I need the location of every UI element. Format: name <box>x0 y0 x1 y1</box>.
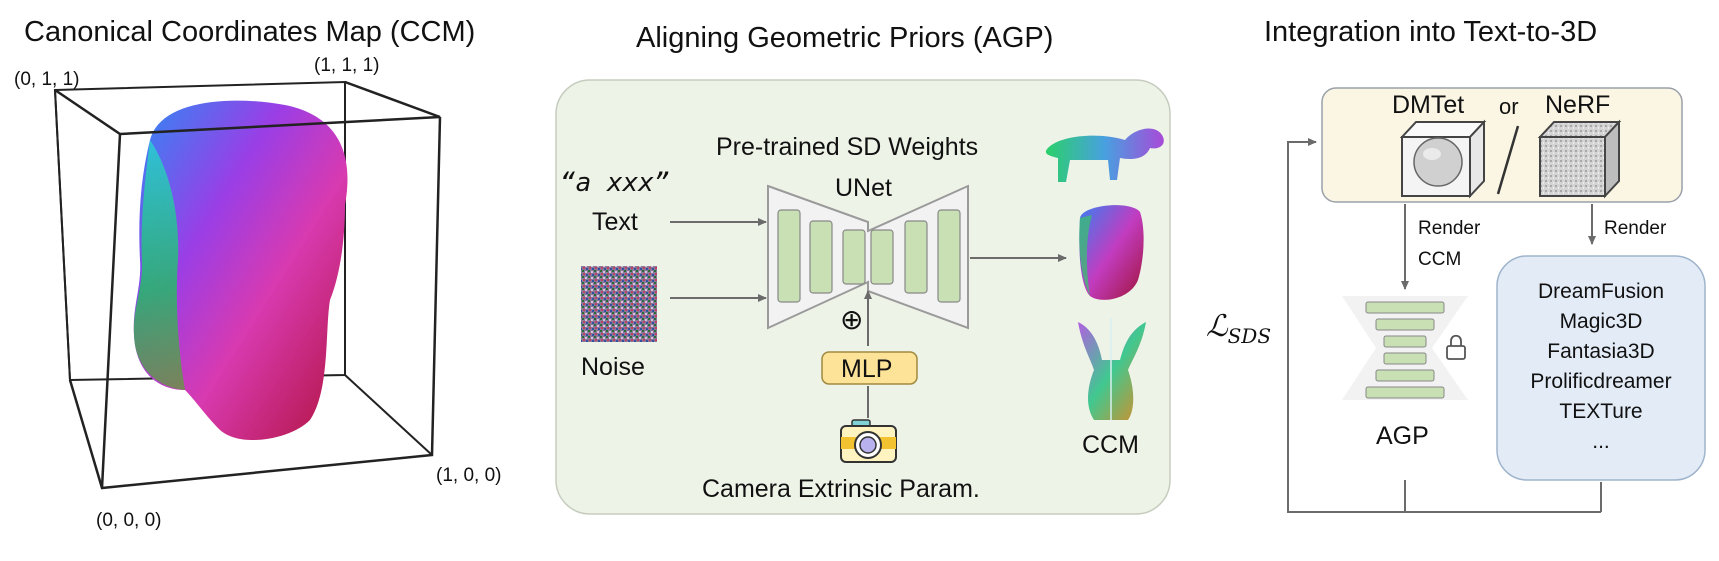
render-label: Render <box>1604 218 1667 239</box>
nerf-cube-icon <box>1537 119 1622 199</box>
render-ccm-label-line2: CCM <box>1418 249 1462 270</box>
text-input-label: Text <box>592 208 638 236</box>
integration-panel-title: Integration into Text-to-3D <box>1264 16 1598 48</box>
methods-box <box>1496 255 1706 481</box>
mlp-box <box>821 351 918 385</box>
methods-list: DreamFusion Magic3D Fantasia3D Prolificd… <box>1497 277 1705 457</box>
prompt-text: “a xxx” <box>560 168 670 198</box>
method-item: TEXTure <box>1559 400 1643 423</box>
ccm-head-shape <box>133 100 348 441</box>
agp-panel-box <box>555 79 1171 515</box>
dmtet-cube-icon <box>1399 119 1487 199</box>
loss-subscript: SDS <box>1227 324 1272 348</box>
corner-label-top-left: (0, 1, 1) <box>14 69 80 90</box>
camera-param-label: Camera Extrinsic Param. <box>702 475 980 503</box>
creature-ccm-thumbnail <box>1078 318 1146 420</box>
ccm-output-label: CCM <box>1082 431 1139 459</box>
agp-hourglass-icon <box>1342 296 1468 400</box>
render-ccm-label-line1: Render <box>1418 218 1481 239</box>
noise-image <box>581 266 657 342</box>
agp-layer-bars <box>1365 301 1445 399</box>
noise-input-label: Noise <box>581 353 645 381</box>
method-item: Magic3D <box>1559 310 1643 333</box>
unet-blocks <box>777 209 961 303</box>
ccm-cube <box>53 80 442 490</box>
dog-ccm-thumbnail <box>1045 128 1164 182</box>
camera-icon <box>840 419 897 463</box>
method-item: DreamFusion <box>1537 280 1665 303</box>
mlp-label: MLP <box>841 355 893 383</box>
loss-symbol: ℒ <box>1206 309 1228 344</box>
agp-panel-title: Aligning Geometric Priors (AGP) <box>636 22 1054 54</box>
head-ccm-thumbnail <box>1079 205 1144 300</box>
agp-label: AGP <box>1376 422 1429 450</box>
method-item: Fantasia3D <box>1547 340 1655 363</box>
pretrained-weights-label: Pre-trained SD Weights <box>716 133 979 161</box>
method-item: Prolificdreamer <box>1530 370 1672 393</box>
nerf-label: NeRF <box>1545 91 1611 119</box>
or-label: or <box>1499 94 1519 119</box>
method-item: ... <box>1592 430 1610 453</box>
lock-icon <box>1446 334 1466 360</box>
unet-label: UNet <box>835 174 892 202</box>
oplus-symbol: ⊕ <box>840 304 864 335</box>
dmtet-label: DMTet <box>1392 91 1465 119</box>
corner-label-bottom-right: (1, 0, 0) <box>436 465 502 486</box>
ccm-panel-title: Canonical Coordinates Map (CCM) <box>24 16 476 48</box>
corner-label-bottom-left: (0, 0, 0) <box>96 510 162 531</box>
feedback-loop <box>1287 138 1602 513</box>
corner-label-top-right: (1, 1, 1) <box>314 55 380 76</box>
loss-label: ℒSDS <box>1206 309 1272 348</box>
